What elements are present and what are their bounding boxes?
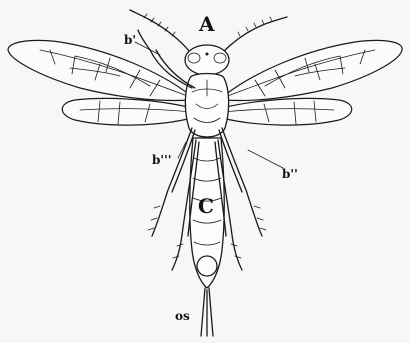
- label-leg-middle: b'': [282, 168, 298, 180]
- label-head: A: [199, 14, 215, 34]
- label-leg-hind: b''': [152, 154, 171, 166]
- label-abdomen: C: [198, 196, 214, 216]
- label-ovipositor: os: [175, 310, 190, 322]
- head: [185, 45, 229, 75]
- label-leg-front: b': [124, 34, 136, 46]
